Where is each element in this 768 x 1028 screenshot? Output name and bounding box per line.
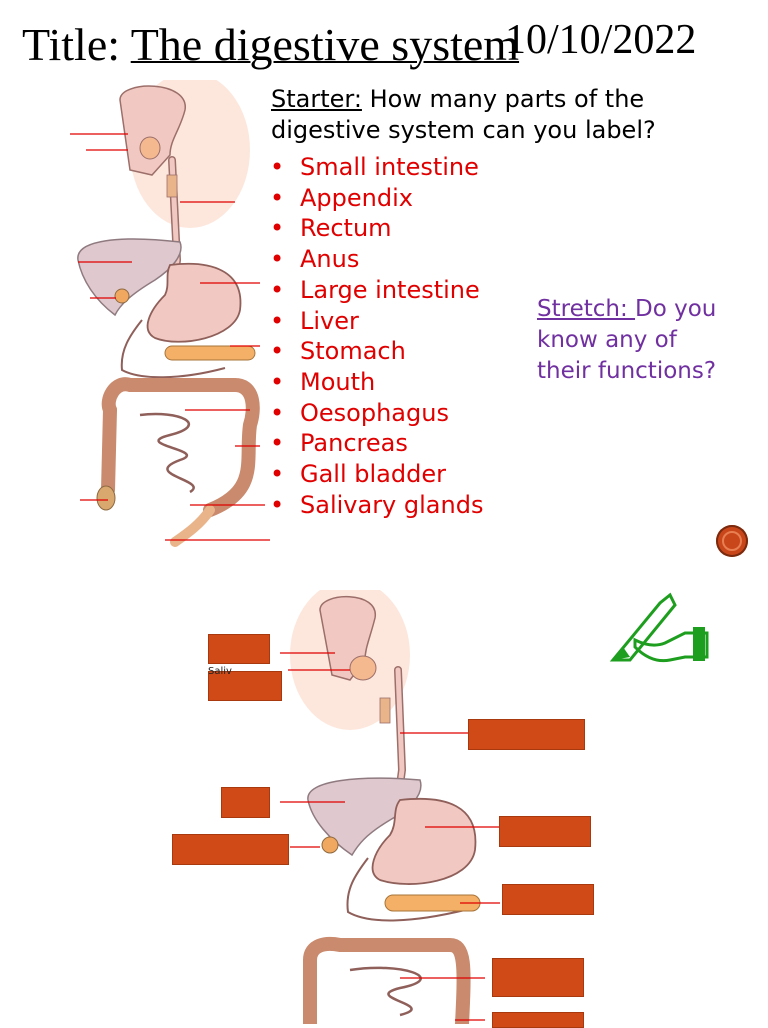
- list-item: Small intestine: [268, 152, 483, 183]
- list-item: Anus: [268, 244, 483, 275]
- trachea: [166, 174, 178, 198]
- date-label: 10/10/2022: [505, 17, 697, 63]
- list-item: Mouth: [268, 367, 483, 398]
- list-item: Salivary glands: [268, 490, 483, 521]
- duodenum: [120, 319, 226, 379]
- list-item: Rectum: [268, 213, 483, 244]
- starter-label: Starter:: [271, 85, 362, 113]
- label-pointers: [280, 652, 500, 1021]
- label-box[interactable]: [208, 671, 282, 701]
- label-box[interactable]: [499, 816, 591, 847]
- parts-list: Small intestine Appendix Rectum Anus Lar…: [268, 152, 483, 520]
- list-item: Liver: [268, 306, 483, 337]
- liver: [77, 238, 182, 317]
- stomach: [371, 797, 477, 885]
- head-section: [119, 85, 186, 176]
- duodenum: [346, 857, 466, 922]
- page-title: Title: The digestive system: [22, 18, 519, 72]
- stretch-text: Do you know any of their functions?: [537, 296, 717, 384]
- next-slide-button[interactable]: [716, 525, 748, 557]
- label-pointers: [70, 133, 270, 541]
- label-box[interactable]: [221, 787, 270, 818]
- label-box[interactable]: [208, 634, 270, 664]
- list-item: Oesophagus: [268, 398, 483, 429]
- title-prefix: Title:: [22, 19, 131, 70]
- label-box[interactable]: [492, 958, 584, 997]
- digestive-diagram-bottom: [280, 590, 500, 1024]
- appendix: [96, 485, 116, 511]
- stretch-question: Stretch: Do you know any of their functi…: [537, 294, 727, 387]
- gall-bladder: [321, 836, 339, 854]
- trachea: [379, 697, 391, 724]
- small-intestine: [349, 966, 422, 1017]
- list-item: Large intestine: [268, 275, 483, 306]
- label-box[interactable]: [502, 884, 594, 915]
- label-box[interactable]: [172, 834, 289, 865]
- rectum: [170, 505, 215, 547]
- salivary-gland: [139, 136, 161, 160]
- starter-text: How many parts of the digestive system c…: [271, 85, 656, 144]
- label-box[interactable]: [492, 1012, 584, 1028]
- stretch-label: Stretch:: [537, 296, 636, 322]
- partial-label: Saliv: [208, 666, 232, 677]
- gall-bladder: [114, 288, 130, 304]
- list-item: Pancreas: [268, 428, 483, 459]
- large-intestine: [303, 936, 471, 1024]
- label-box[interactable]: [468, 719, 585, 750]
- pencil-icon: [609, 592, 709, 663]
- large-intestine: [101, 377, 260, 517]
- small-intestine: [139, 412, 195, 494]
- list-item: Stomach: [268, 336, 483, 367]
- title-text: The digestive system: [130, 19, 520, 70]
- list-item: Appendix: [268, 183, 483, 214]
- salivary-gland: [349, 655, 377, 681]
- starter-question: Starter: How many parts of the digestive…: [271, 84, 761, 146]
- digestive-diagram-top: [70, 80, 270, 547]
- pancreas: [164, 345, 256, 361]
- list-item: Gall bladder: [268, 459, 483, 490]
